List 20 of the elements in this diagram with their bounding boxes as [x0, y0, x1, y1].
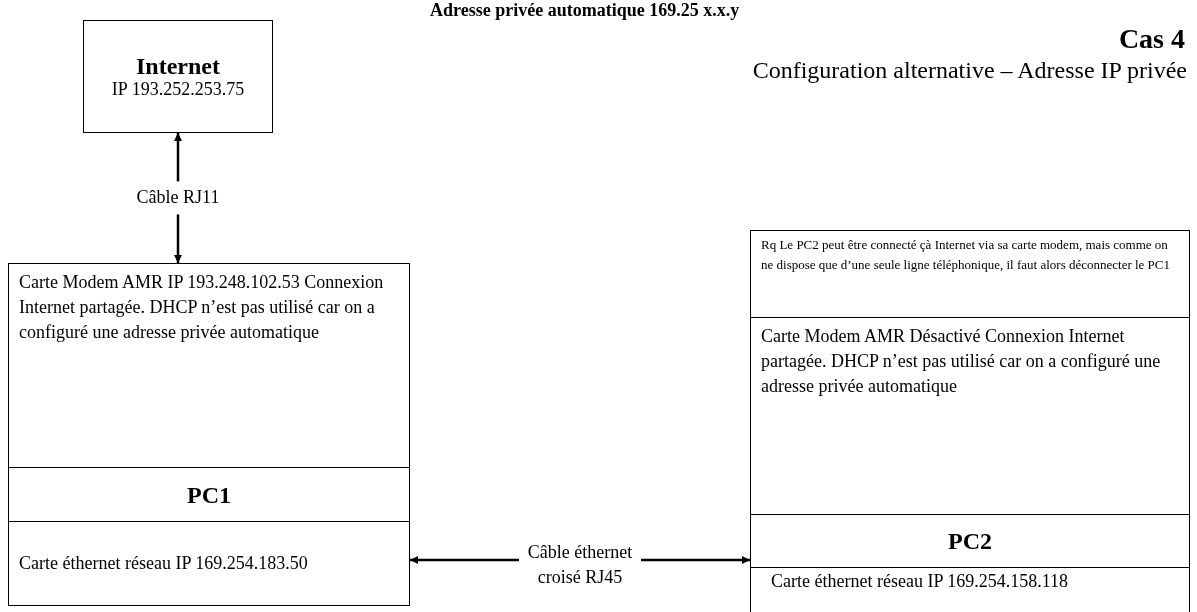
text-box: [750, 317, 1190, 516]
top-note: Adresse privée automatique 169.25 x.x.y: [430, 0, 740, 22]
text-box: [750, 514, 1190, 569]
box-text: Carte Modem AMR IP 193.248.102.53 Connexion Internet partagée. DHCP n’est pas utilisé car on a configuré une adresse privée automatique: [19, 271, 385, 345]
box-text: Carte Modem AMR Désactivé Connexion Internet partagée. DHCP n’est pas utilisé car on a configuré une adresse privée automatique: [761, 325, 1162, 399]
box-text: IP 193.252.253.75: [111, 78, 245, 101]
text-box: [83, 20, 273, 133]
box-heading: Internet: [136, 52, 220, 79]
case-title: Cas 4: [1118, 22, 1185, 56]
box-text: Carte éthernet réseau IP 169.254.158.118: [771, 570, 1070, 593]
text-box: [8, 467, 410, 523]
box-text: Rq Le PC2 peut être connecté çà Internet via sa carte modem, mais comme on ne dispose que d’une seule ligne téléphonique, il faut alors déconnecter le PC1: [761, 236, 1172, 274]
text-box: [750, 567, 1190, 612]
text-box: [8, 521, 410, 606]
box-text: Carte éthernet réseau IP 169.254.183.50: [19, 551, 309, 575]
text-box: [8, 263, 410, 469]
subtitle: Configuration alternative – Adresse IP privée: [752, 56, 1187, 85]
text-box: [750, 230, 1190, 319]
box-heading: PC2: [948, 528, 992, 555]
box-heading: PC1: [187, 481, 231, 509]
